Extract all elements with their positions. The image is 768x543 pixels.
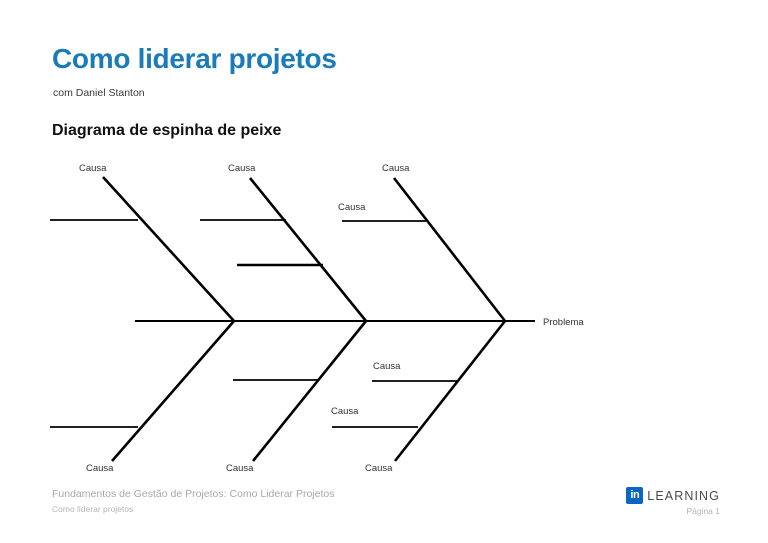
footer-lesson-title: Como liderar projetos [52, 504, 134, 514]
upper-bone-1 [102, 176, 235, 322]
lower-bone-3 [393, 320, 507, 462]
linkedin-learning-logo: in LEARNING [626, 487, 720, 504]
page-title: Como liderar projetos [52, 43, 337, 74]
page-subtitle: com Daniel Stanton [53, 87, 145, 99]
lower-bone-1 [111, 320, 235, 462]
cause-label-upper-3: Causa [382, 163, 410, 174]
cause-label-lower-3-sub-2: Causa [331, 406, 359, 417]
cause-label-lower-3-sub-1: Causa [373, 361, 401, 372]
cause-label-lower-1: Causa [86, 463, 114, 474]
footer-course-title: Fundamentos de Gestão de Projetos: Como … [52, 488, 335, 500]
page-number: Página 1 [686, 506, 720, 516]
cause-label-upper-1: Causa [79, 163, 107, 174]
problem-label: Problema [543, 317, 584, 328]
cause-label-lower-3: Causa [365, 463, 393, 474]
cause-label-lower-2: Causa [226, 463, 254, 474]
upper-bone-2 [248, 177, 368, 322]
cause-label-upper-2: Causa [228, 163, 256, 174]
upper-bone-3 [392, 177, 507, 322]
lower-bone-2 [251, 320, 368, 462]
linkedin-in-icon: in [626, 487, 644, 504]
cause-label-upper-3-sub: Causa [338, 202, 366, 213]
learning-wordmark: LEARNING [647, 488, 720, 503]
section-heading: Diagrama de espinha de peixe [52, 122, 282, 139]
